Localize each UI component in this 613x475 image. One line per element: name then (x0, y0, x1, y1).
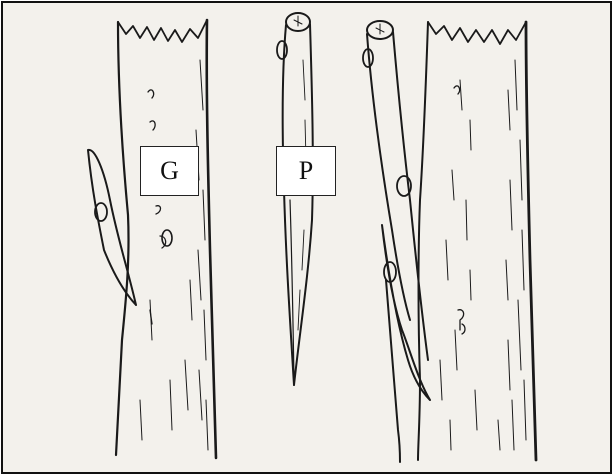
rootstock-label: G (140, 146, 199, 196)
scion-label: P (276, 146, 336, 196)
